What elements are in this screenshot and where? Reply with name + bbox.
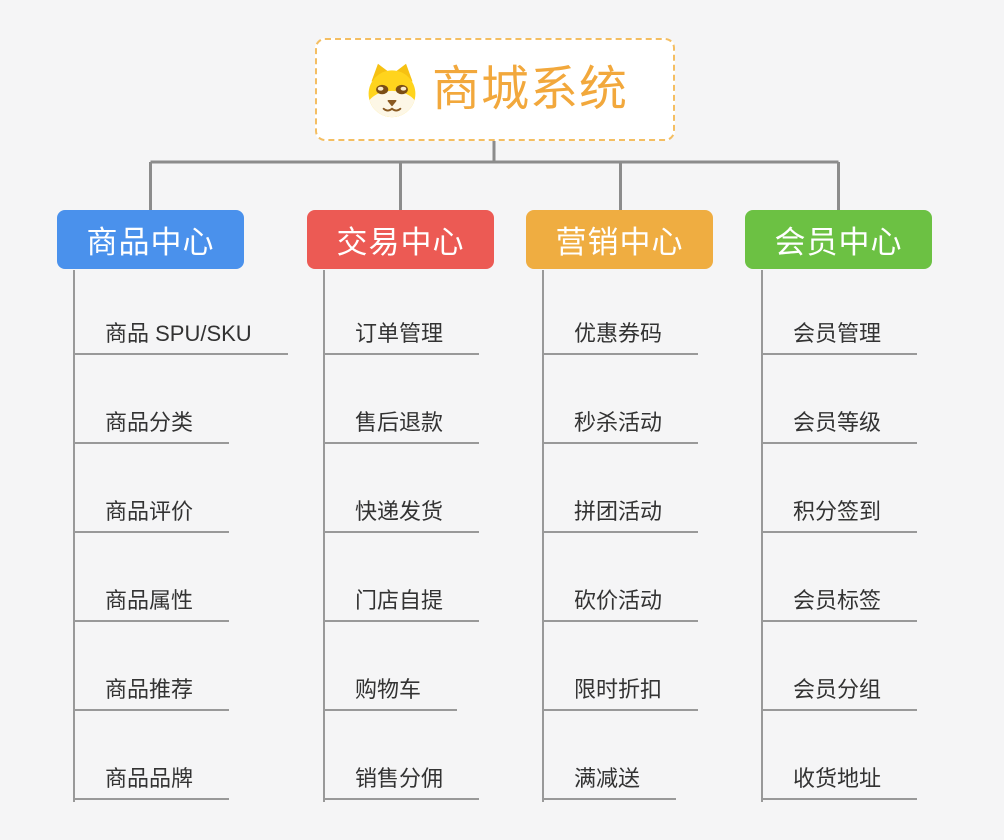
branch-vertical-line — [323, 270, 325, 802]
leaf-node[interactable]: 商品分类 — [73, 400, 230, 444]
branch-header[interactable]: 交易中心 — [307, 210, 494, 269]
leaf-node[interactable]: 优惠券码 — [542, 311, 699, 355]
leaf-node[interactable]: 收货地址 — [761, 756, 918, 800]
leaf-node[interactable]: 商品品牌 — [73, 756, 230, 800]
branch-vertical-line — [542, 270, 544, 802]
branch-header[interactable]: 营销中心 — [526, 210, 713, 269]
leaf-node[interactable]: 会员等级 — [761, 400, 918, 444]
leaf-node[interactable]: 订单管理 — [323, 311, 480, 355]
leaf-node[interactable]: 满减送 — [542, 756, 677, 800]
leaf-node[interactable]: 商品属性 — [73, 578, 230, 622]
dog-face-icon — [368, 63, 416, 117]
branch-vertical-line — [761, 270, 763, 802]
leaf-node[interactable]: 拼团活动 — [542, 489, 699, 533]
leaf-node[interactable]: 快递发货 — [323, 489, 480, 533]
leaf-node[interactable]: 限时折扣 — [542, 667, 699, 711]
root-node[interactable]: 商城系统 — [315, 38, 675, 141]
leaf-node[interactable]: 砍价活动 — [542, 578, 699, 622]
leaf-node[interactable]: 门店自提 — [323, 578, 480, 622]
leaf-node[interactable]: 积分签到 — [761, 489, 918, 533]
leaf-node[interactable]: 商品推荐 — [73, 667, 230, 711]
leaf-node[interactable]: 会员分组 — [761, 667, 918, 711]
leaf-node[interactable]: 会员标签 — [761, 578, 918, 622]
leaf-node[interactable]: 售后退款 — [323, 400, 480, 444]
branch-header[interactable]: 会员中心 — [745, 210, 932, 269]
leaf-node[interactable]: 购物车 — [323, 667, 458, 711]
leaf-node[interactable]: 会员管理 — [761, 311, 918, 355]
branch-header[interactable]: 商品中心 — [57, 210, 244, 269]
root-title: 商城系统 — [431, 62, 628, 116]
branch-vertical-line — [73, 270, 75, 802]
leaf-node[interactable]: 销售分佣 — [323, 756, 480, 800]
leaf-node[interactable]: 商品评价 — [73, 489, 230, 533]
leaf-node[interactable]: 商品 SPU/SKU — [73, 311, 288, 355]
leaf-node[interactable]: 秒杀活动 — [542, 400, 699, 444]
